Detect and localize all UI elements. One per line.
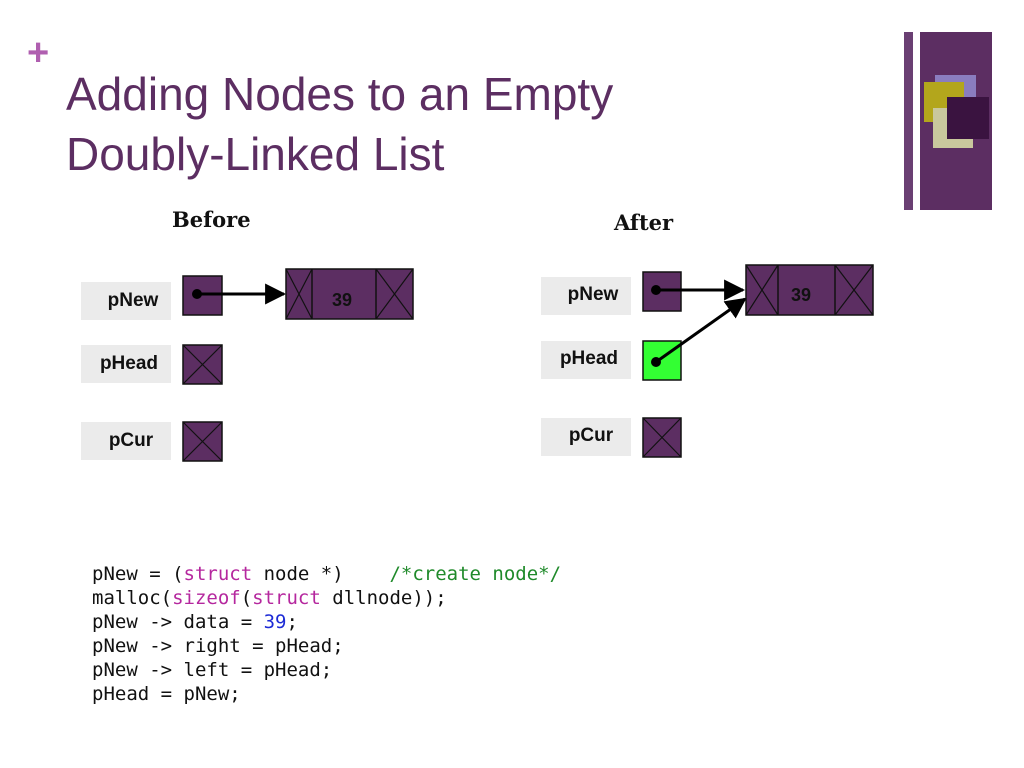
- code-text: (: [240, 587, 253, 609]
- code-keyword: sizeof: [172, 587, 241, 609]
- before-phead-null-box: [182, 344, 223, 385]
- after-pcur-label: pCur: [541, 418, 631, 456]
- code-text: pNew -> data =: [92, 611, 264, 633]
- code-text: dllnode));: [320, 587, 447, 609]
- deco-thin-bar: [904, 32, 913, 210]
- after-node-right-null-icon: [834, 264, 874, 316]
- after-node-value: 39: [791, 285, 811, 305]
- before-node-right-null-icon: [375, 268, 414, 320]
- after-heading: After: [614, 210, 674, 235]
- code-line-5: pNew -> left = pHead;: [92, 659, 333, 681]
- after-phead-arrow: [655, 297, 747, 364]
- code-text: ;: [286, 611, 298, 633]
- title-line-1: Adding Nodes to an Empty: [66, 68, 614, 120]
- code-block: pNew = (struct node *) /*create node*/ma…: [92, 562, 561, 706]
- code-keyword: struct: [183, 563, 253, 585]
- decorative-squares: [904, 32, 992, 210]
- code-comment: /*create node*/: [389, 563, 562, 585]
- before-pnew-label: pNew: [81, 282, 171, 320]
- after-node: [745, 264, 874, 316]
- deco-dark-square: [947, 97, 989, 139]
- code-number: 39: [263, 611, 287, 633]
- before-node-left-null-icon: [285, 268, 313, 320]
- before-pcur-label: pCur: [81, 422, 171, 460]
- before-heading: Before: [172, 207, 251, 232]
- title-line-2: Doubly-Linked List: [66, 128, 445, 180]
- before-pcur-null-box: [182, 421, 223, 462]
- after-node-left-null-icon: [745, 264, 779, 316]
- bullet-plus: +: [27, 32, 50, 74]
- before-node-value: 39: [332, 290, 352, 310]
- after-phead-label: pHead: [541, 341, 631, 379]
- code-line-3: pNew -> data = 39;: [92, 610, 561, 634]
- code-line-2: malloc(sizeof(struct dllnode));: [92, 586, 561, 610]
- code-text: malloc(: [92, 587, 173, 609]
- before-phead-label: pHead: [81, 345, 171, 383]
- code-text: node *): [252, 563, 390, 585]
- slide-title: Adding Nodes to an Empty Doubly-Linked L…: [66, 64, 613, 184]
- code-line-6: pHead = pNew;: [92, 683, 241, 705]
- after-pcur-null-box: [642, 417, 682, 458]
- code-line-1: pNew = (struct node *) /*create node*/: [92, 562, 561, 586]
- code-line-4: pNew -> right = pHead;: [92, 635, 344, 657]
- after-pnew-label: pNew: [541, 277, 631, 315]
- code-keyword: struct: [252, 587, 321, 609]
- before-node: [285, 268, 414, 320]
- code-text: pNew = (: [92, 563, 184, 585]
